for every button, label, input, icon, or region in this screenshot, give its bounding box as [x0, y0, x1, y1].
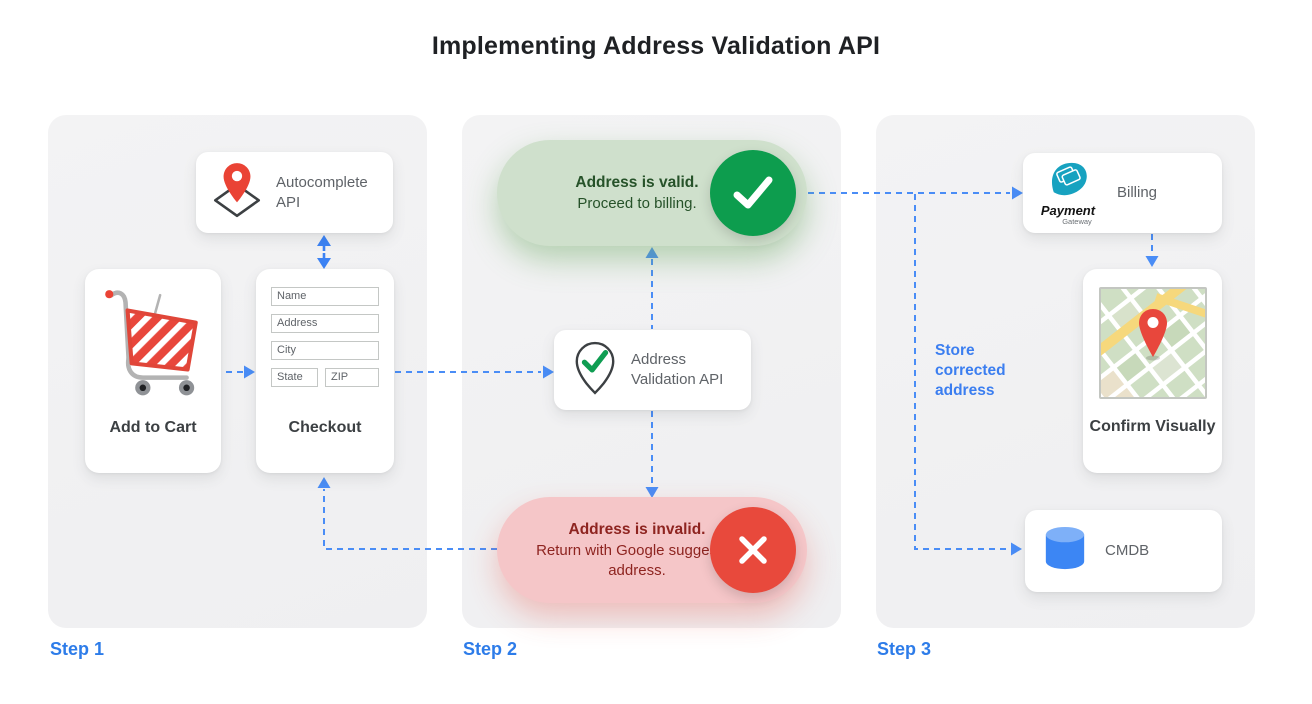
cmdb-label: CMDB: [1105, 542, 1150, 560]
checkout-card: Name Address City State ZIP Checkout: [256, 269, 394, 473]
store-corrected-address-note: Store corrected address: [935, 342, 1006, 400]
address-invalid-pill: Address is invalid. Return with Google s…: [497, 497, 807, 603]
add-to-cart-card: Add to Cart: [85, 269, 221, 473]
database-icon: [1042, 523, 1088, 580]
check-circle-icon: [710, 150, 796, 236]
address-validation-api-card: Address Validation API: [554, 330, 751, 410]
form-field-city: City: [271, 341, 379, 360]
billing-card: Payment Gateway Billing: [1023, 153, 1222, 233]
autocomplete-api-card: Autocomplete API: [196, 152, 393, 233]
invalid-subtitle: Return with Google suggested address.: [536, 541, 738, 579]
form-field-state: State: [271, 368, 318, 387]
payment-logo-title: Payment: [1040, 203, 1096, 219]
add-to-cart-label: Add to Cart: [109, 419, 197, 436]
sync-double-arrow: [317, 235, 331, 269]
confirm-visually-card: Confirm Visually: [1083, 269, 1222, 473]
form-field-zip: ZIP: [325, 368, 379, 387]
page-title: Implementing Address Validation API: [431, 32, 881, 60]
step1-label: Step 1: [50, 639, 105, 659]
form-field-name: Name: [271, 287, 379, 306]
map-pin-diamond-icon: [210, 160, 264, 225]
autocomplete-api-label: Autocomplete API: [276, 173, 368, 211]
shopping-cart-icon: [85, 283, 221, 406]
payment-logo-subtitle: Gateway: [1062, 217, 1092, 227]
invalid-title: Address is invalid.: [568, 520, 706, 538]
x-circle-icon: [710, 507, 796, 593]
map-pin-check-icon: [572, 340, 618, 401]
checkout-form-fields: Name Address City State ZIP: [271, 287, 379, 387]
valid-subtitle: Proceed to billing.: [577, 194, 697, 212]
confirm-visually-label: Confirm Visually: [1089, 418, 1216, 435]
address-validation-api-label: Address Validation API: [631, 351, 724, 388]
valid-title: Address is valid.: [575, 174, 699, 192]
step3-label: Step 3: [877, 639, 932, 659]
step2-label: Step 2: [463, 639, 518, 659]
checkout-label: Checkout: [288, 419, 362, 436]
payment-gateway-logo: Payment Gateway: [1035, 160, 1101, 226]
cmdb-card: CMDB: [1025, 510, 1222, 592]
address-valid-pill: Address is valid. Proceed to billing.: [497, 140, 807, 246]
map-thumbnail: [1098, 287, 1207, 399]
billing-label: Billing: [1117, 184, 1158, 202]
form-field-address: Address: [271, 314, 379, 333]
